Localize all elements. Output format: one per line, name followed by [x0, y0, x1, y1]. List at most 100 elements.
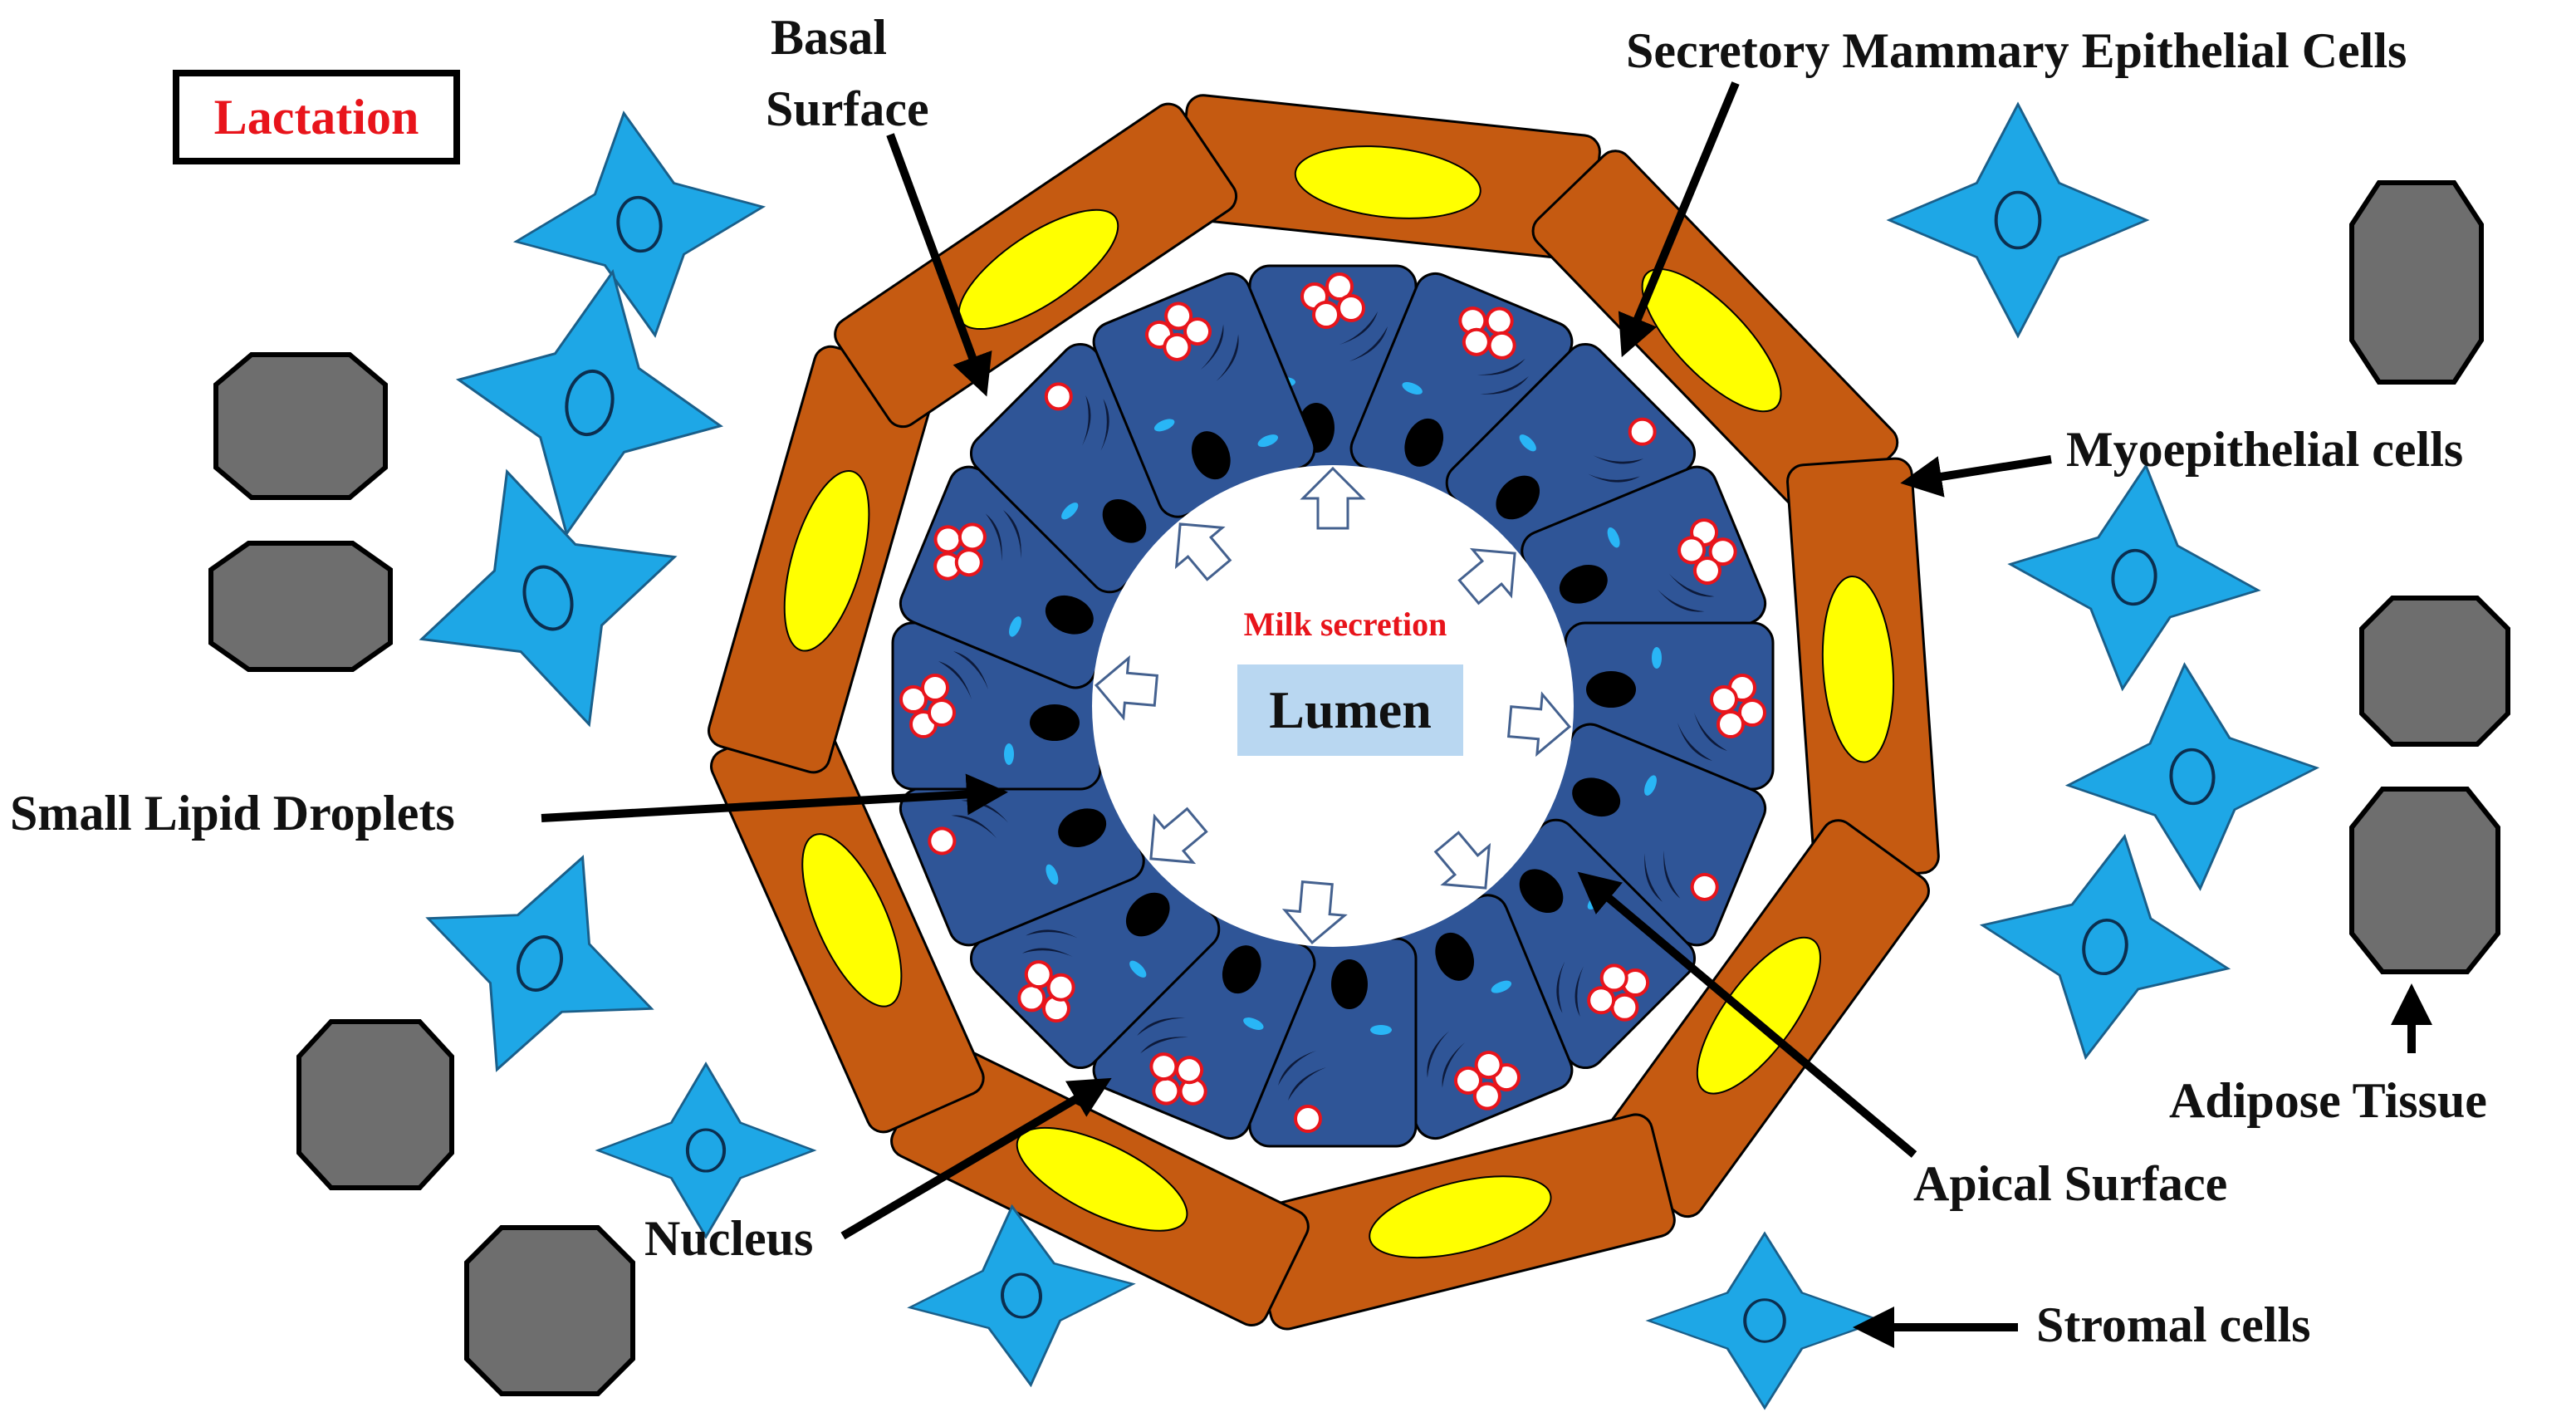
secretory-vesicle	[1644, 775, 1657, 796]
lumen-label: Lumen	[1237, 664, 1463, 756]
golgi-apparatus	[1026, 929, 1078, 939]
secretory-vesicle	[1402, 382, 1423, 395]
stromal-cell	[907, 1204, 1136, 1388]
nucleus	[1404, 418, 1444, 467]
stromal-nucleus	[1001, 1272, 1042, 1319]
secretory-epithelial-layer	[891, 264, 1775, 1148]
secretory-vesicle	[1243, 1017, 1264, 1030]
golgi-apparatus	[1556, 961, 1565, 1013]
basal-surface-arrow	[886, 133, 992, 397]
golgi-apparatus	[1021, 948, 1073, 957]
stromal-cells	[419, 101, 2320, 1410]
nucleus	[1586, 671, 1636, 708]
secretory-vesicle	[1652, 647, 1662, 669]
lipid-droplet	[1017, 983, 1046, 1012]
stromal-nucleus	[522, 565, 574, 631]
stromal-cell-body	[1645, 1231, 1884, 1410]
basal-surface-label-line1: Basal	[771, 10, 888, 65]
stromal-cell-body	[512, 110, 766, 338]
nucleus	[1058, 808, 1107, 848]
lipid-droplet	[928, 699, 956, 727]
golgi-apparatus	[1588, 473, 1640, 483]
stromal-nucleus	[1994, 190, 2042, 250]
stromal-cell	[1979, 833, 2231, 1061]
stromal-cell-body	[2064, 662, 2320, 891]
lipid-droplet	[1692, 557, 1721, 586]
stromal-cell	[1886, 101, 2150, 339]
stromal-nucleus	[2169, 748, 2216, 806]
apical-surface-arrow	[1577, 871, 1917, 1158]
secretory-vesicle	[1257, 434, 1279, 448]
lipid-droplet	[1738, 699, 1766, 727]
lipid-droplet	[921, 674, 949, 702]
stromal-cell	[2064, 662, 2320, 891]
adipose-cell	[213, 352, 388, 500]
myoepithelial-nucleus	[1821, 576, 1895, 763]
stromal-nucleus	[1743, 1298, 1786, 1343]
small-lipid-droplets-label: Small Lipid Droplets	[10, 786, 455, 841]
golgi-apparatus	[1140, 1037, 1189, 1054]
stromal-cell-body	[455, 268, 724, 537]
milk-flow-arrow	[1281, 880, 1348, 945]
golgi-apparatus	[1427, 1031, 1450, 1078]
milk-flow-arrow	[1433, 831, 1491, 890]
lipid-droplet	[1312, 301, 1340, 329]
secretory-vesicle	[1519, 434, 1536, 452]
secretory-vesicle	[1009, 616, 1021, 637]
lipid-droplet	[1152, 1076, 1181, 1106]
secretory-vesicle	[1370, 1025, 1392, 1035]
lipid-droplet	[1024, 960, 1053, 989]
secretory-vesicle	[1491, 980, 1512, 993]
stromal-nucleus	[517, 935, 563, 992]
stromal-cell-body	[595, 1062, 817, 1239]
myoepithelial-nucleus	[1369, 1175, 1552, 1259]
adipose-cell	[464, 1225, 635, 1396]
lipid-droplet	[1183, 317, 1212, 346]
myoepithelial-cell	[890, 1041, 1310, 1326]
stromal-nucleus	[2082, 918, 2128, 976]
secretory-vesicle	[1129, 960, 1147, 978]
stromal-cell	[1645, 1231, 1884, 1410]
golgi-apparatus	[1663, 850, 1681, 899]
myoepithelial-cell	[1531, 150, 1899, 524]
nucleus	[1102, 498, 1147, 543]
nucleus-arrow	[840, 1077, 1112, 1240]
milk-flow-arrows	[1094, 466, 1572, 945]
lipid-droplet	[1044, 382, 1073, 411]
milk-flow-arrow-shape	[1433, 831, 1491, 890]
nucleus	[1519, 869, 1564, 914]
lipid-droplet	[1294, 1105, 1322, 1133]
myoepithelial-nucleus	[801, 833, 903, 1008]
nucleus	[1559, 564, 1608, 604]
myoepithelial-cell	[1175, 94, 1601, 261]
golgi-apparatus	[1216, 334, 1239, 381]
stromal-nucleus	[616, 195, 663, 253]
milk-flow-arrow-shape	[1506, 691, 1572, 758]
myoepithelial-nucleus	[1641, 267, 1782, 413]
golgi-apparatus	[1593, 455, 1644, 464]
golgi-apparatus	[951, 815, 997, 839]
secretory-vesicle	[1153, 419, 1175, 432]
nucleus	[1435, 932, 1475, 981]
milk-flow-arrow-shape	[1300, 466, 1366, 530]
lipid-droplet	[928, 826, 957, 856]
adipose-cell	[2359, 596, 2510, 747]
milk-flow-arrow-shape	[1094, 655, 1159, 721]
golgi-apparatus	[1477, 358, 1526, 375]
nucleus	[1191, 431, 1231, 480]
golgi-apparatus	[1082, 395, 1091, 446]
secretory-cells-label: Secretory Mammary Epithelial Cells	[1626, 23, 2407, 78]
adipose-tissue-label: Adipose Tissue	[2169, 1073, 2487, 1128]
nucleus	[1222, 945, 1261, 994]
milk-flow-arrow	[1174, 522, 1232, 581]
stromal-cell	[595, 1062, 817, 1239]
lipid-droplet	[1485, 306, 1514, 336]
milk-secretion-label: Milk secretion	[1243, 606, 1447, 643]
secretory-vesicle	[1607, 527, 1620, 548]
stromal-cell	[455, 268, 724, 537]
stromal-cell-body	[907, 1204, 1136, 1388]
stromal-cell-body	[425, 855, 654, 1072]
myoepithelial-nucleus	[783, 469, 870, 652]
myoepithelial-nucleus	[1016, 1126, 1188, 1232]
